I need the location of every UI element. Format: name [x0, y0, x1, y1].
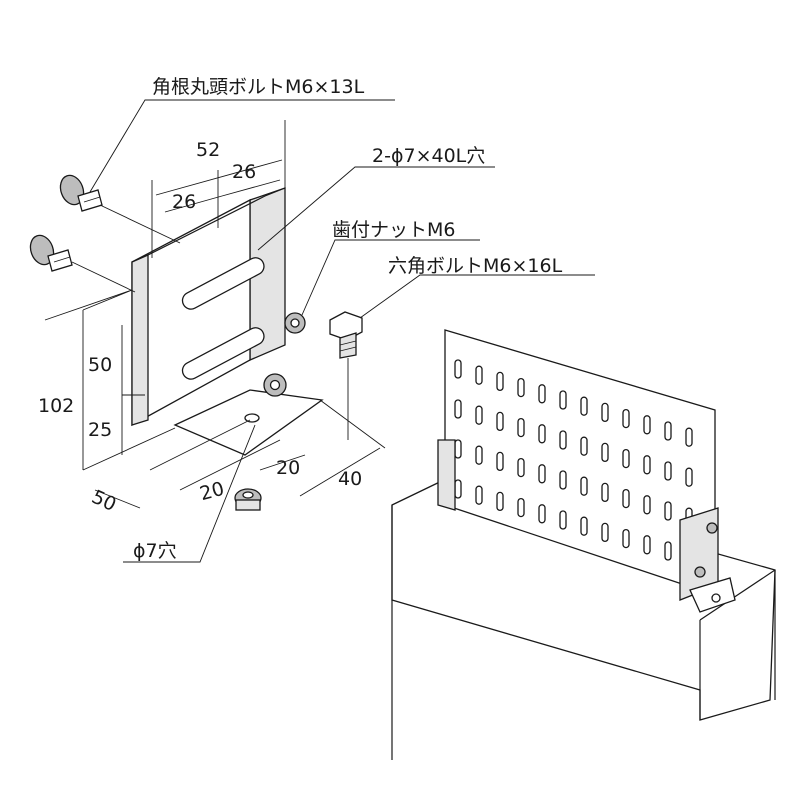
dim-width-right: 26 — [232, 161, 256, 183]
installed-nut-upper — [706, 522, 718, 534]
panel-perforation — [622, 448, 630, 469]
panel-perforation — [496, 491, 504, 512]
bracket-base-plate — [173, 389, 324, 456]
mounting-bracket — [131, 187, 324, 456]
square-neck-bolt-lower — [29, 234, 73, 272]
panel-perforation — [559, 470, 567, 490]
hex-bolt — [329, 311, 363, 359]
label-square-neck-bolt: 角根丸頭ボルトM6×13L — [152, 76, 365, 98]
panel-perforation — [496, 411, 504, 432]
bracket-top-edge — [147, 187, 286, 256]
panel-perforation — [580, 476, 588, 496]
panel-perforation — [580, 516, 588, 536]
panel-perforation — [538, 504, 546, 524]
installed-nut-lower — [694, 566, 706, 578]
panel-perforation — [601, 482, 609, 503]
left-bracket-installed — [437, 439, 456, 511]
label-hole: ϕ7穴 — [133, 540, 177, 562]
dim-width-total: 52 — [196, 139, 220, 161]
dim-height-lower: 25 — [88, 419, 112, 441]
panel-perforation — [622, 528, 630, 549]
panel-perforation — [538, 464, 546, 484]
panel-perforation — [538, 384, 546, 404]
panel-perforation — [685, 467, 693, 487]
dim-base-depth: 50 — [88, 486, 119, 516]
dim-width-left: 26 — [172, 191, 196, 213]
panel-perforation — [454, 399, 462, 419]
base-hole — [244, 413, 260, 423]
panel-perforation — [643, 455, 651, 475]
panel-perforations — [454, 359, 693, 567]
panel-perforation — [475, 445, 483, 465]
installed-base-bolt — [711, 593, 721, 603]
dim-height-upper: 50 — [88, 354, 112, 376]
dim-base-offset-b: 20 — [276, 457, 300, 479]
panel-perforation — [517, 497, 525, 518]
panel-perforation — [664, 421, 672, 441]
installed-view — [391, 329, 776, 760]
panel-perforation — [664, 461, 672, 481]
panel-perforation — [454, 359, 462, 379]
panel-perforation — [622, 488, 630, 509]
panel-perforation — [517, 417, 525, 438]
label-slots: 2-ϕ7×40L穴 — [372, 145, 485, 167]
panel-perforation — [454, 479, 462, 499]
dim-height-total: 102 — [38, 395, 74, 417]
dim-base-offset-a: 20 — [197, 478, 226, 506]
dimension-lines — [44, 99, 595, 563]
panel-perforation — [664, 501, 672, 521]
toothed-nut-lower — [263, 373, 287, 397]
panel-perforation — [475, 365, 483, 385]
panel-perforation — [454, 439, 462, 459]
panel-perforation — [664, 541, 672, 561]
label-toothed-nut: 歯付ナットM6 — [332, 219, 455, 241]
slot-lower — [181, 327, 265, 380]
panel-perforation — [517, 457, 525, 478]
toothed-nut-bottom — [234, 488, 262, 511]
panel-perforation — [601, 442, 609, 463]
panel-perforation — [475, 405, 483, 425]
panel-perforation — [643, 415, 651, 435]
panel-perforation — [559, 510, 567, 530]
panel-perforation — [643, 535, 651, 555]
panel-perforation — [601, 402, 609, 423]
panel-perforation — [538, 424, 546, 444]
panel-perforation — [496, 451, 504, 472]
dim-base-length: 40 — [338, 468, 362, 490]
square-neck-bolt-upper — [59, 174, 103, 212]
slot-upper — [181, 257, 265, 310]
panel-perforation — [580, 436, 588, 456]
panel-perforation — [643, 495, 651, 515]
panel-perforation — [475, 485, 483, 505]
bracket-fold-edge — [131, 254, 149, 426]
label-hex-bolt: 六角ボルトM6×16L — [388, 255, 563, 277]
panel-perforation — [622, 408, 630, 429]
toothed-nut-upper — [284, 312, 306, 334]
panel-perforation — [559, 390, 567, 410]
panel-perforation — [601, 522, 609, 543]
panel-perforation — [559, 430, 567, 450]
panel-perforation — [496, 371, 504, 392]
panel-perforation — [580, 396, 588, 416]
panel-perforation — [685, 427, 693, 447]
panel-perforation — [517, 377, 525, 398]
